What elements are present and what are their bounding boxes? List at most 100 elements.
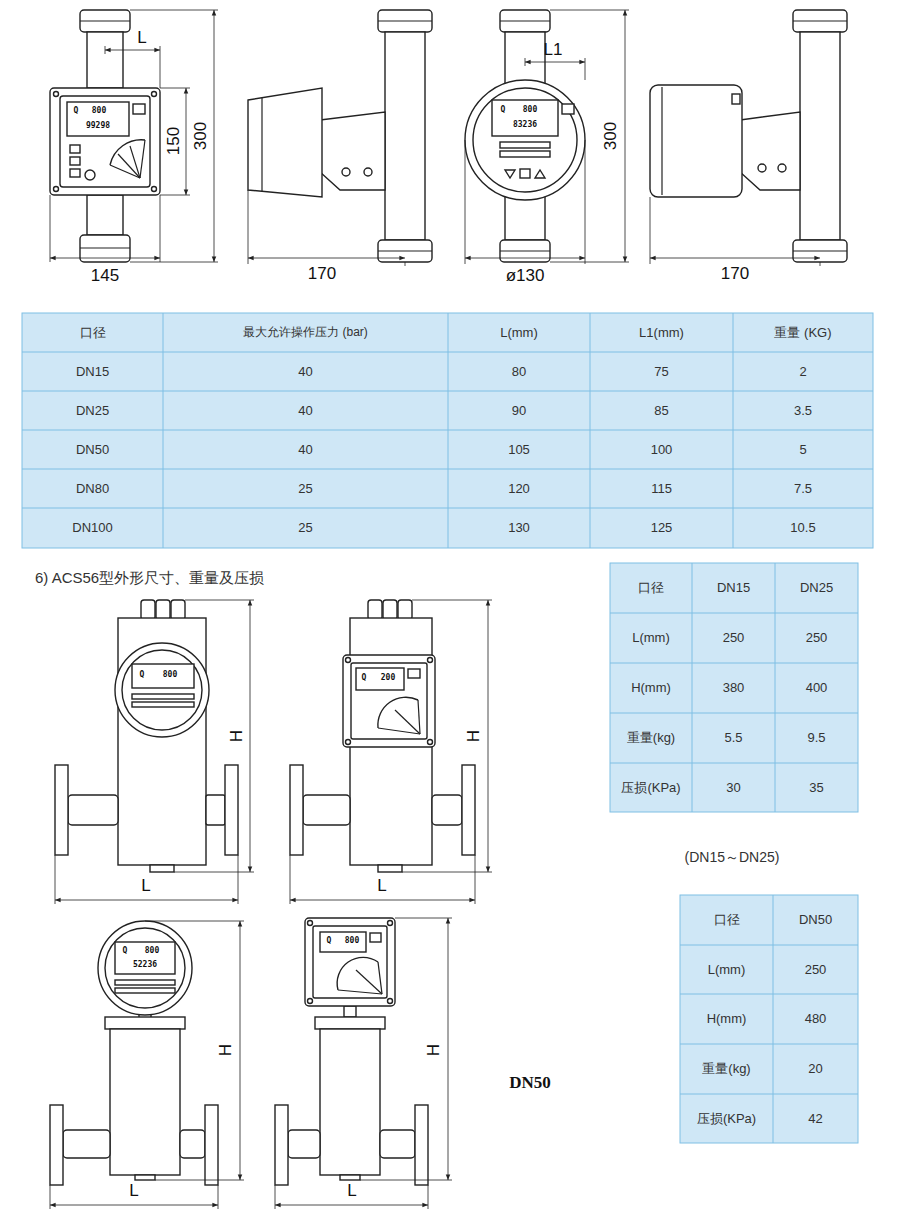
drawing-line: [680, 1044, 858, 1045]
flowmeter-round-side-view: [650, 10, 847, 262]
drawing-part: [500, 240, 550, 262]
table-cell: 40: [298, 442, 312, 456]
drawing-part: [54, 187, 59, 192]
table-cell: 3.5: [794, 403, 812, 417]
drawing-part: [320, 932, 366, 952]
drawing-part: [132, 694, 194, 699]
table-cell: 75: [654, 364, 668, 378]
dimension-label: 300: [192, 122, 211, 150]
drawing-line: [610, 613, 858, 614]
drawing-line: [155, 1180, 244, 1181]
display-reading: 800: [145, 947, 159, 956]
table-cell: 80: [512, 364, 526, 378]
display-reading: 83236: [513, 121, 537, 130]
drawing-part: [535, 170, 545, 178]
drawing-part: [315, 1017, 385, 1029]
drawing-part: [465, 80, 585, 200]
drawing-part: [150, 865, 174, 872]
drawing-part: [156, 600, 170, 620]
table-cell: 9.5: [807, 731, 825, 745]
drawing-part: [740, 112, 800, 190]
drawing-line: [650, 258, 820, 259]
drawing-part: [87, 195, 123, 235]
drawing-line: [105, 50, 160, 51]
flowmeter-side-view: [248, 10, 432, 262]
display-reading: Q: [74, 107, 79, 116]
drawing-part: [344, 1006, 356, 1017]
display-reading: 800: [92, 107, 106, 116]
drawing-line: [55, 900, 238, 901]
drawing-line: [680, 1094, 858, 1095]
drawing-line: [248, 190, 249, 264]
dimension-label: L: [377, 877, 386, 896]
drawing-part: [305, 918, 395, 1006]
drawing-part: [171, 600, 185, 620]
drawing-part: [115, 942, 175, 974]
drawing-part: [152, 187, 157, 192]
drawing-line: [465, 258, 585, 259]
dimension-label: L: [137, 29, 146, 48]
dimension-label: L1: [544, 41, 563, 60]
dimension-label: H: [228, 730, 247, 742]
drawing-part: [54, 92, 59, 97]
drawing-part: [370, 933, 381, 942]
drawing-part: [105, 1017, 185, 1029]
table-cell: 400: [806, 681, 828, 695]
drawing-part: [380, 1130, 415, 1158]
table-cell: DN80: [76, 481, 109, 495]
table-cell: 90: [512, 403, 526, 417]
table-cell: 125: [651, 521, 673, 535]
drawing-part: [70, 169, 80, 177]
drawing-part: [505, 170, 515, 178]
drawing-part: [152, 92, 157, 97]
drawing-line: [500, 250, 550, 251]
drawing-part: [22, 313, 873, 548]
drawing-line: [550, 10, 629, 11]
dimension-label: L: [141, 877, 150, 896]
drawing-part: [303, 795, 350, 825]
drawing-line: [261, 98, 262, 191]
drawing-part: [778, 164, 786, 172]
section-title: 6) ACS56型外形尺寸、重量及压损: [35, 570, 264, 587]
drawing-part: [343, 655, 435, 747]
drawing-line: [290, 900, 475, 901]
dimension-label: H: [465, 730, 484, 742]
display-reading: 52236: [133, 961, 157, 970]
drawing-part: [141, 600, 155, 620]
flowmeter-round-front-view: [465, 10, 585, 262]
drawing-line: [356, 970, 382, 994]
drawing-part: [115, 988, 175, 993]
drawing-line: [402, 872, 492, 873]
drawing-part: [500, 10, 550, 32]
acs56-round-view: [55, 600, 238, 872]
table-cell: L1(mm): [639, 325, 684, 339]
drawing-line: [680, 945, 858, 946]
drawing-line: [22, 469, 873, 470]
drawing-part: [87, 32, 123, 88]
drawing-part: [340, 1175, 360, 1180]
drawing-part: [793, 10, 847, 32]
table-cell: DN15: [76, 364, 109, 378]
drawing-part: [275, 1105, 288, 1185]
drawing-part: [385, 32, 425, 240]
drawing-part: [364, 168, 372, 176]
drawing-line: [50, 258, 160, 259]
drawing-line: [418, 700, 420, 734]
drawing-part: [378, 865, 402, 872]
acs56-square-view: [290, 600, 475, 872]
table-cell: 25: [298, 481, 312, 495]
table-cell: 85: [654, 403, 668, 417]
dimension-lines: [248, 190, 405, 266]
drawing-part: [356, 668, 404, 690]
drawing-part: [85, 170, 95, 180]
dimension-lines: [650, 197, 820, 266]
table-cell: 40: [298, 403, 312, 417]
drawing-part: [346, 658, 351, 663]
drawing-part: [288, 1130, 320, 1158]
table-cell: 口径: [638, 581, 664, 595]
table-cell: DN50: [799, 913, 832, 927]
table-cell: 5: [799, 442, 806, 456]
drawing-line: [475, 855, 476, 904]
drawing-part: [492, 100, 558, 136]
